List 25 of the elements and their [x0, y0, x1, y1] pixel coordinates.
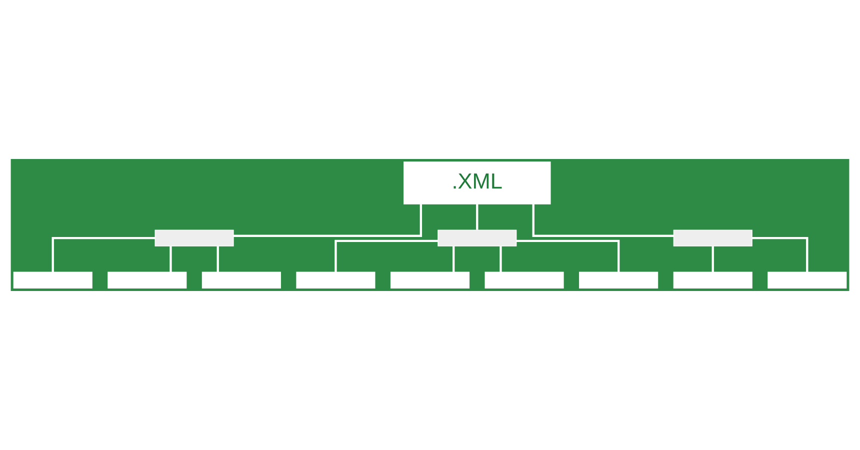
- connector: [712, 246, 714, 272]
- node-box: [438, 230, 517, 246]
- connector: [334, 240, 438, 272]
- connector: [752, 236, 808, 272]
- connector: [234, 204, 422, 237]
- connector: [170, 246, 172, 272]
- connector: [516, 240, 620, 272]
- node-box: .XML: [404, 162, 551, 204]
- node-box: [768, 272, 847, 288]
- connector: [52, 236, 156, 272]
- node-box: [108, 272, 187, 288]
- node-box: [673, 272, 752, 288]
- connector: [216, 246, 219, 272]
- node-box: [154, 230, 234, 246]
- connector: [452, 246, 455, 272]
- node-box: [296, 272, 376, 288]
- connector: [532, 204, 674, 237]
- connector: [476, 204, 478, 230]
- node-box: [484, 272, 564, 288]
- connector: [500, 246, 502, 272]
- node-box: [13, 272, 92, 288]
- node-box: [390, 272, 470, 288]
- node-box: [673, 230, 752, 246]
- node-box: [579, 272, 658, 288]
- node-box: [202, 272, 281, 288]
